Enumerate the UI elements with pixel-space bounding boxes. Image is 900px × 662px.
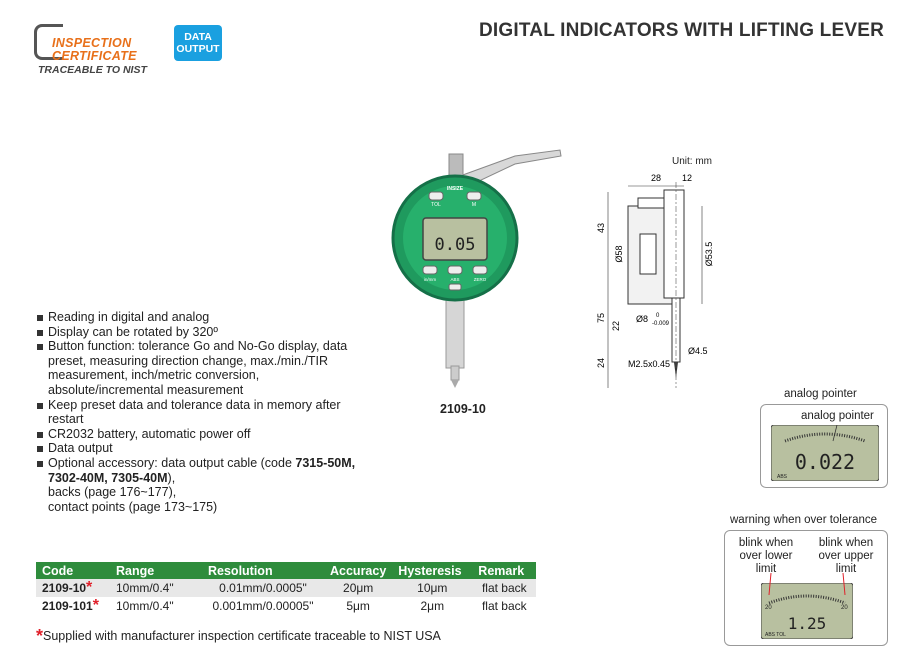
abs-button-label: ABS: [450, 277, 459, 282]
footnote: *Supplied with manufacturer inspection c…: [36, 626, 441, 647]
col-hysteresis: Hysteresis: [392, 562, 473, 579]
feature-list: Reading in digital and analog Display ca…: [36, 310, 356, 514]
feature-item: Button function: tolerance Go and No-Go …: [36, 339, 356, 397]
data-output-badge: DATA OUTPUT: [174, 25, 222, 61]
lcd-value: 0.05: [435, 235, 476, 255]
footnote-text: Supplied with manufacturer inspection ce…: [43, 629, 441, 643]
technical-drawing: 28 12 43 75 24 Ø58 22 Ø53.5 Ø8 0 -0.009 …: [596, 173, 714, 388]
star-mark: *: [86, 579, 93, 596]
drawing-back: [663, 189, 685, 299]
lower-limit-note: blink when over lower limit: [738, 537, 794, 575]
zero-button[interactable]: [472, 265, 488, 275]
cell-range: 10mm/0.4": [110, 579, 202, 597]
unit-label: Unit: mm: [672, 156, 712, 167]
page-title: DIGITAL INDICATORS WITH LIFTING LEVER: [479, 20, 884, 41]
model-label: 2109-10: [440, 402, 486, 416]
col-range: Range: [110, 562, 202, 579]
cell-remark: flat back: [472, 579, 537, 597]
feature-item: Display can be rotated by 320º: [36, 325, 356, 340]
m-button-label: M: [472, 202, 476, 208]
cell-accuracy: 20μm: [324, 579, 393, 597]
inspection-certificate-logo: INSPECTION CERTIFICATE TRACEABLE TO NIST: [34, 24, 154, 76]
inmm-button[interactable]: [422, 265, 438, 275]
cell-hysteresis: 2μm: [392, 597, 473, 615]
abs-button[interactable]: [447, 265, 463, 275]
cell-hysteresis: 10μm: [392, 579, 473, 597]
footnote-star: *: [36, 626, 44, 646]
scale-left: 20: [765, 605, 772, 611]
dim-43: 43: [596, 223, 606, 233]
warning-lcd-value: 1.25: [788, 614, 827, 633]
code-text: 2109-10: [42, 581, 87, 595]
cell-range: 10mm/0.4": [110, 597, 202, 615]
lifting-lever: [458, 149, 562, 183]
col-accuracy: Accuracy: [324, 562, 393, 579]
analog-panel-label: analog pointer: [784, 388, 857, 400]
cell-resolution: 0.01mm/0.0005": [202, 579, 324, 597]
upper-limit-note: blink when over upper limit: [818, 537, 874, 575]
feature-item: Keep preset data and tolerance data in m…: [36, 398, 356, 427]
tol-button-label: TOL: [431, 202, 441, 208]
stem: [445, 297, 465, 369]
dim-53-5: Ø53.5: [704, 242, 714, 267]
analog-inner-label: analog pointer: [801, 410, 874, 422]
dim-8: Ø8: [636, 314, 648, 324]
limit-arrows: [768, 572, 846, 596]
scale-right: 20: [841, 605, 848, 611]
tol-button[interactable]: [428, 191, 444, 201]
cell-code: 2109-10*: [36, 579, 110, 597]
analog-lcd: 0.022 ABS: [771, 425, 879, 481]
optional-prefix: Optional accessory: data output cable (c…: [48, 455, 296, 470]
lcd-screen: [422, 217, 488, 261]
cell-accuracy: 5μm: [324, 597, 393, 615]
cell-remark: flat back: [472, 597, 537, 615]
brand-text: INSIZE: [447, 186, 464, 192]
dim-thread: M2.5x0.45: [628, 359, 670, 369]
digital-indicator-image: TOL M INSIZE 0.05 in/mm ABS ZERO: [391, 149, 562, 388]
star-mark: *: [92, 597, 99, 614]
inmm-button-label: in/mm: [424, 277, 437, 282]
m-button[interactable]: [466, 191, 482, 201]
cert-line-2: CERTIFICATE: [52, 49, 137, 63]
optional-codes: 7315-50M, 7302-40M, 7305-40M: [48, 455, 356, 485]
spec-table: Code Range Resolution Accuracy Hysteresi…: [36, 562, 537, 615]
table-row: 2109-101* 10mm/0.4" 0.001mm/0.00005" 5μm…: [36, 597, 537, 615]
col-code: Code: [36, 562, 110, 579]
dim-58: Ø58: [614, 245, 624, 262]
zero-button-label: ZERO: [474, 277, 487, 282]
dim-8-tol-top: 0: [656, 313, 660, 319]
feature-item: Data output: [36, 441, 356, 456]
optional-contact-points: contact points (page 173~175): [48, 499, 218, 514]
cert-traceable-text: TRACEABLE TO NIST: [38, 64, 147, 76]
feature-item: Reading in digital and analog: [36, 310, 356, 325]
badge-line-1: DATA: [184, 31, 212, 43]
dim-75: 75: [596, 313, 606, 323]
feature-item: CR2032 battery, automatic power off: [36, 427, 356, 442]
analog-abs-label: ABS: [777, 474, 788, 480]
code-text: 2109-101: [42, 599, 93, 613]
feature-item-optional: Optional accessory: data output cable (c…: [36, 456, 356, 514]
cert-line-1: INSPECTION: [52, 36, 132, 50]
warning-panel: blink when over lower limit blink when o…: [724, 530, 888, 646]
optional-suffix: ),: [167, 470, 176, 485]
warning-panel-label: warning when over tolerance: [730, 514, 878, 526]
badge-line-2: OUTPUT: [176, 43, 220, 55]
warning-lcd: 20 20 1.25 ABS TOL: [761, 583, 853, 639]
col-remark: Remark: [472, 562, 537, 579]
dim-24: 24: [596, 358, 606, 368]
analog-panel: analog pointer 0.022 ABS: [760, 404, 888, 488]
optional-backs: backs (page 176~177),: [48, 485, 177, 500]
dim-22: 22: [611, 321, 621, 331]
analog-lcd-value: 0.022: [795, 450, 855, 474]
table-row: 2109-10* 10mm/0.4" 0.01mm/0.0005" 20μm 1…: [36, 579, 537, 597]
dim-4-5: Ø4.5: [688, 346, 708, 356]
table-header-row: Code Range Resolution Accuracy Hysteresi…: [36, 562, 537, 579]
abs-tol-label: ABS TOL: [765, 632, 786, 638]
cell-code: 2109-101*: [36, 597, 110, 615]
cell-resolution: 0.001mm/0.00005": [202, 597, 324, 615]
dim-12: 12: [682, 173, 692, 183]
col-resolution: Resolution: [202, 562, 324, 579]
dim-28: 28: [651, 173, 661, 183]
dim-8-tol-bottom: -0.009: [652, 321, 670, 327]
